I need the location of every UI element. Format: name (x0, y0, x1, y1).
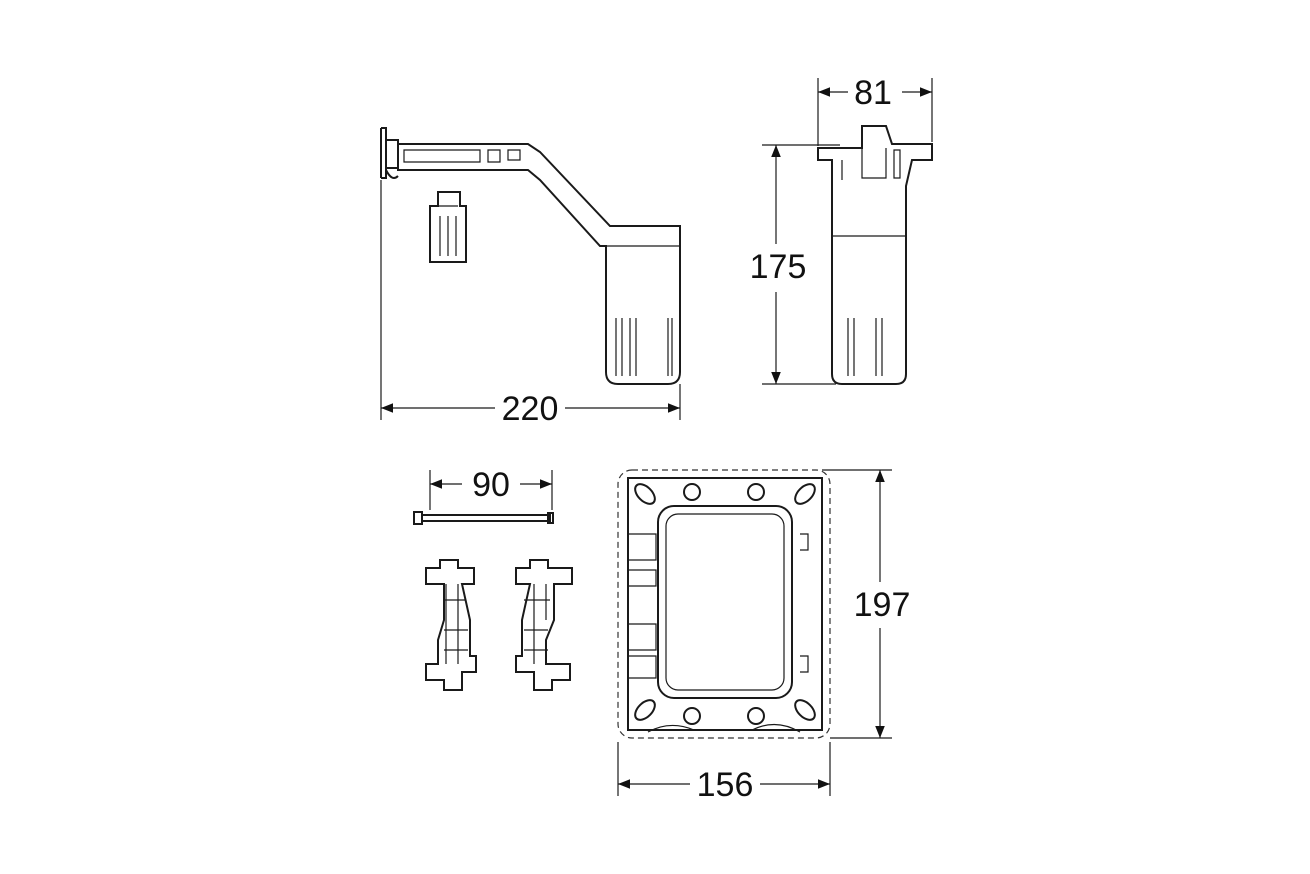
dimension-label-197: 197 (854, 586, 911, 624)
mounting-frame (617, 469, 831, 739)
dimension-label-175: 175 (750, 248, 807, 286)
dimension-156: 156 (617, 742, 831, 804)
dimension-197: 197 (822, 469, 911, 739)
dimension-175: 175 (750, 144, 840, 385)
threaded-rod (413, 511, 554, 525)
dimension-label-90: 90 (472, 466, 510, 504)
dimension-90: 90 (429, 466, 553, 510)
clip-right (515, 559, 573, 691)
clip-left (425, 559, 477, 691)
dimension-220: 220 (380, 180, 681, 428)
dimension-81: 81 (817, 74, 933, 146)
mounting-clips (425, 559, 573, 691)
bracket-side-view (380, 127, 681, 385)
bracket-front-view (817, 125, 933, 385)
frame-slot-holes (634, 483, 816, 725)
dimension-label-81: 81 (854, 74, 892, 112)
dimension-label-156: 156 (697, 766, 754, 804)
dimension-label-220: 220 (502, 390, 559, 428)
